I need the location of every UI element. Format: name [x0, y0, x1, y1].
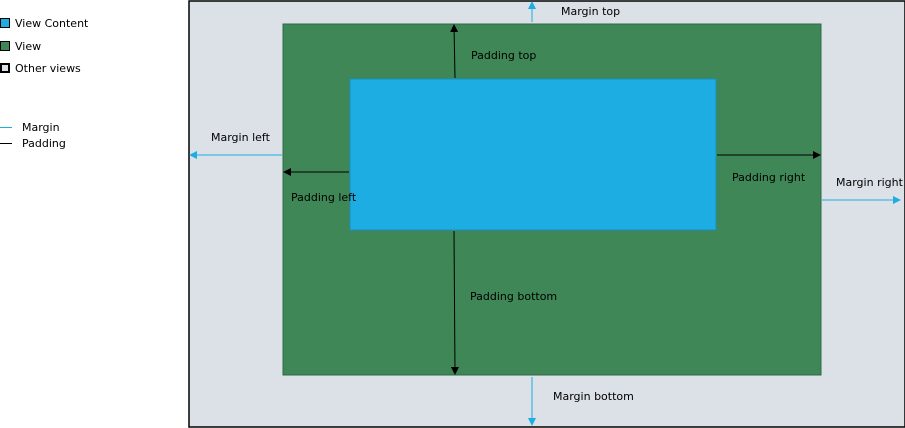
margin-top-label: Margin top: [561, 5, 621, 18]
padding-right-label: Padding right: [732, 171, 806, 184]
legend-label: View Content: [15, 16, 89, 30]
legend-item-margin: Margin: [0, 120, 60, 134]
margin-bottom-label: Margin bottom: [553, 390, 634, 403]
legend-swatch-view: [0, 41, 10, 51]
padding-bottom-arrow: [450, 230, 459, 375]
legend-swatch-other-views: [0, 63, 10, 73]
legend-label: Padding: [22, 136, 66, 150]
legend-label: Other views: [15, 61, 81, 75]
padding-bottom-label: Padding bottom: [470, 290, 558, 303]
margin-right-label: Margin right: [836, 176, 903, 189]
padding-left-label: Padding left: [291, 191, 357, 204]
margin-left-label: Margin left: [211, 131, 270, 144]
legend-item-other-views: Other views: [0, 61, 81, 75]
legend-item-view-content: View Content: [0, 16, 88, 30]
legend-item-padding: Padding: [0, 136, 66, 150]
padding-top-label: Padding top: [471, 49, 537, 62]
legend-label: Margin: [22, 120, 60, 134]
padding-top-arrow: [450, 24, 459, 79]
legend-swatch-view-content: [0, 18, 10, 28]
legend-line-padding: [0, 142, 12, 144]
legend-line-margin: [0, 126, 12, 128]
view-content-area: [349, 78, 717, 231]
legend-item-view: View: [0, 39, 41, 53]
legend-label: View: [15, 39, 42, 53]
